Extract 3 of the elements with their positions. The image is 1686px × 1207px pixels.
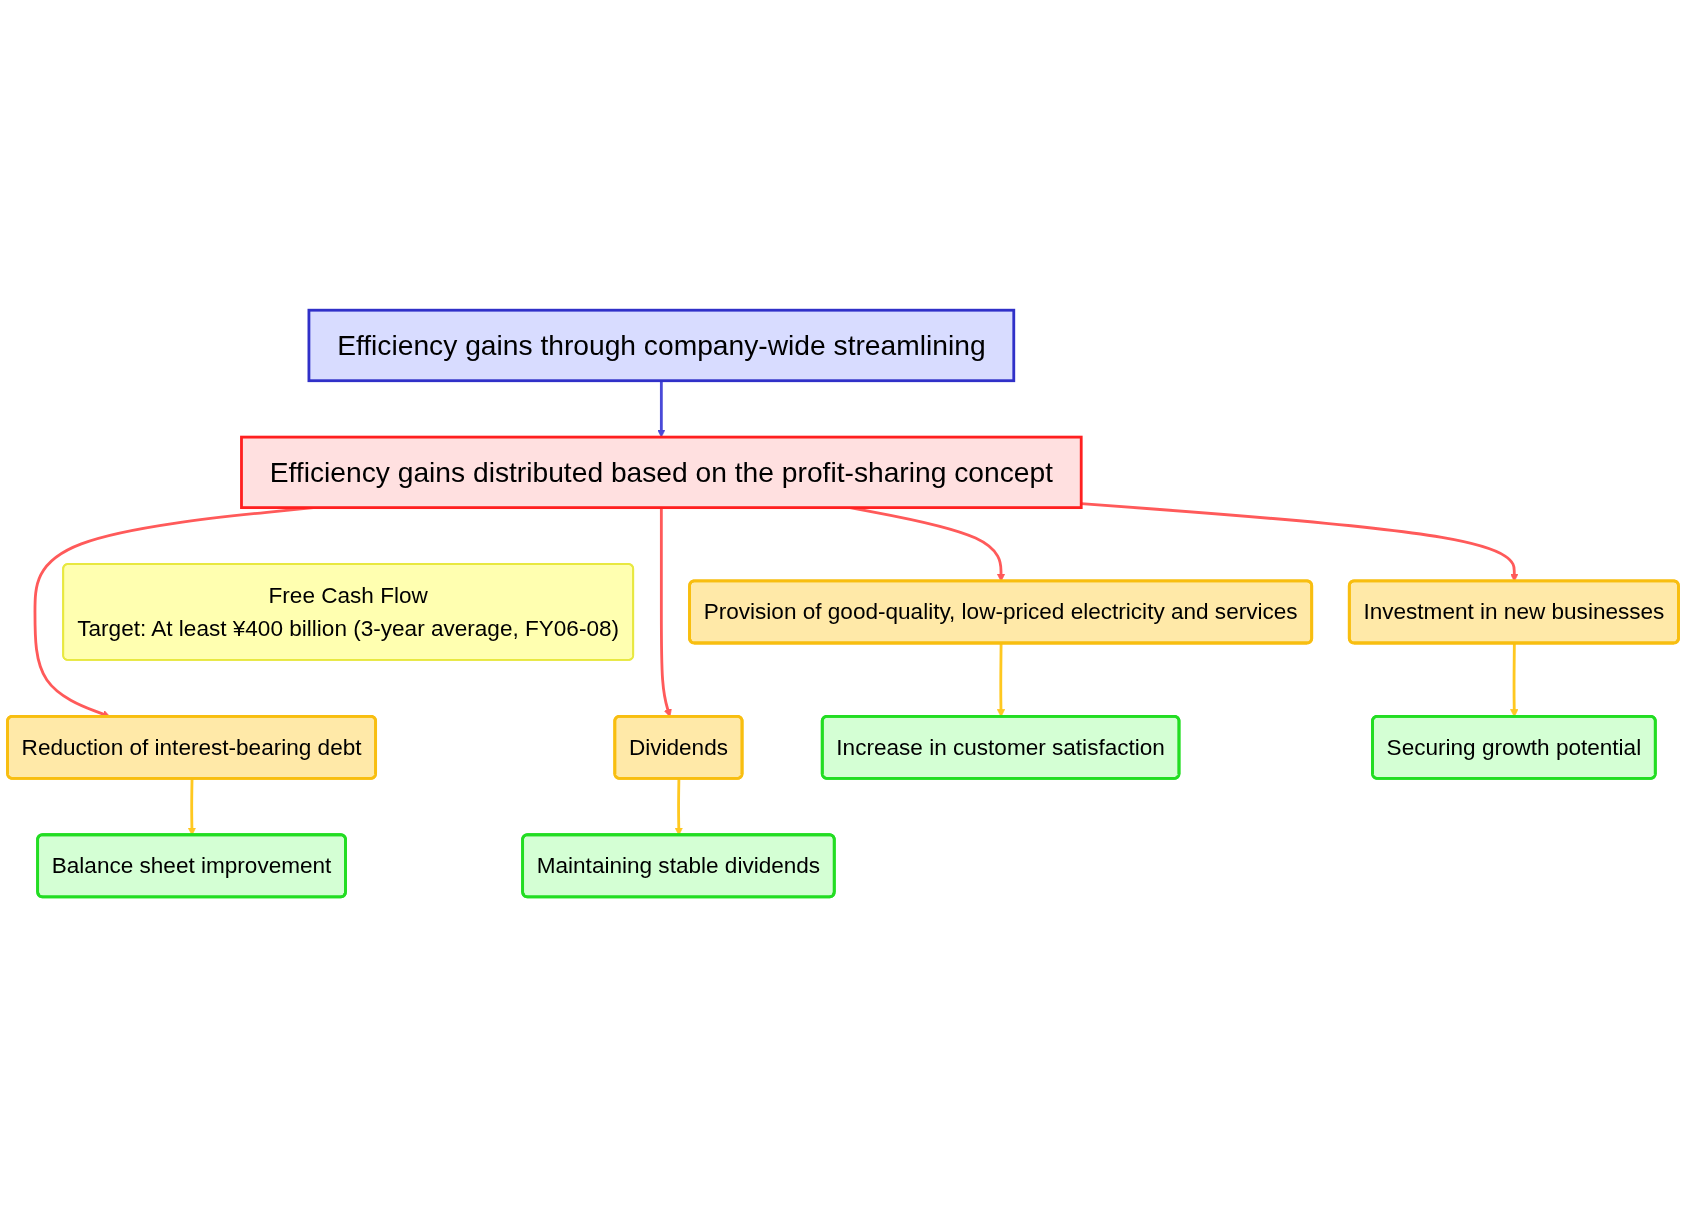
node-box: Efficiency gains through company-wide streamlining [307,308,1016,383]
node-box: Efficiency gains distributed based on the profit-sharing concept [240,435,1083,510]
arrow [657,380,666,438]
